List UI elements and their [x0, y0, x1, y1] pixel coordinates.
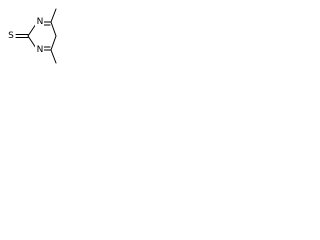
bond-c6-c5 — [50, 21, 57, 37]
atom-label-n1: N — [37, 17, 44, 27]
bond-c4-methyl — [50, 49, 57, 64]
atom-label-n3: N — [37, 45, 44, 55]
atom-mask-s — [6, 30, 15, 42]
bond-n3-c2 — [27, 35, 37, 49]
molecule-structure: S N N — [6, 8, 57, 64]
atom-mask-n1 — [35, 17, 44, 28]
atom-label-s: S — [8, 31, 14, 41]
bond-c5-c4 — [50, 35, 57, 51]
bond-c6-methyl — [50, 8, 57, 23]
atom-mask-n3 — [35, 45, 44, 56]
bond-c2-n1 — [27, 23, 37, 37]
